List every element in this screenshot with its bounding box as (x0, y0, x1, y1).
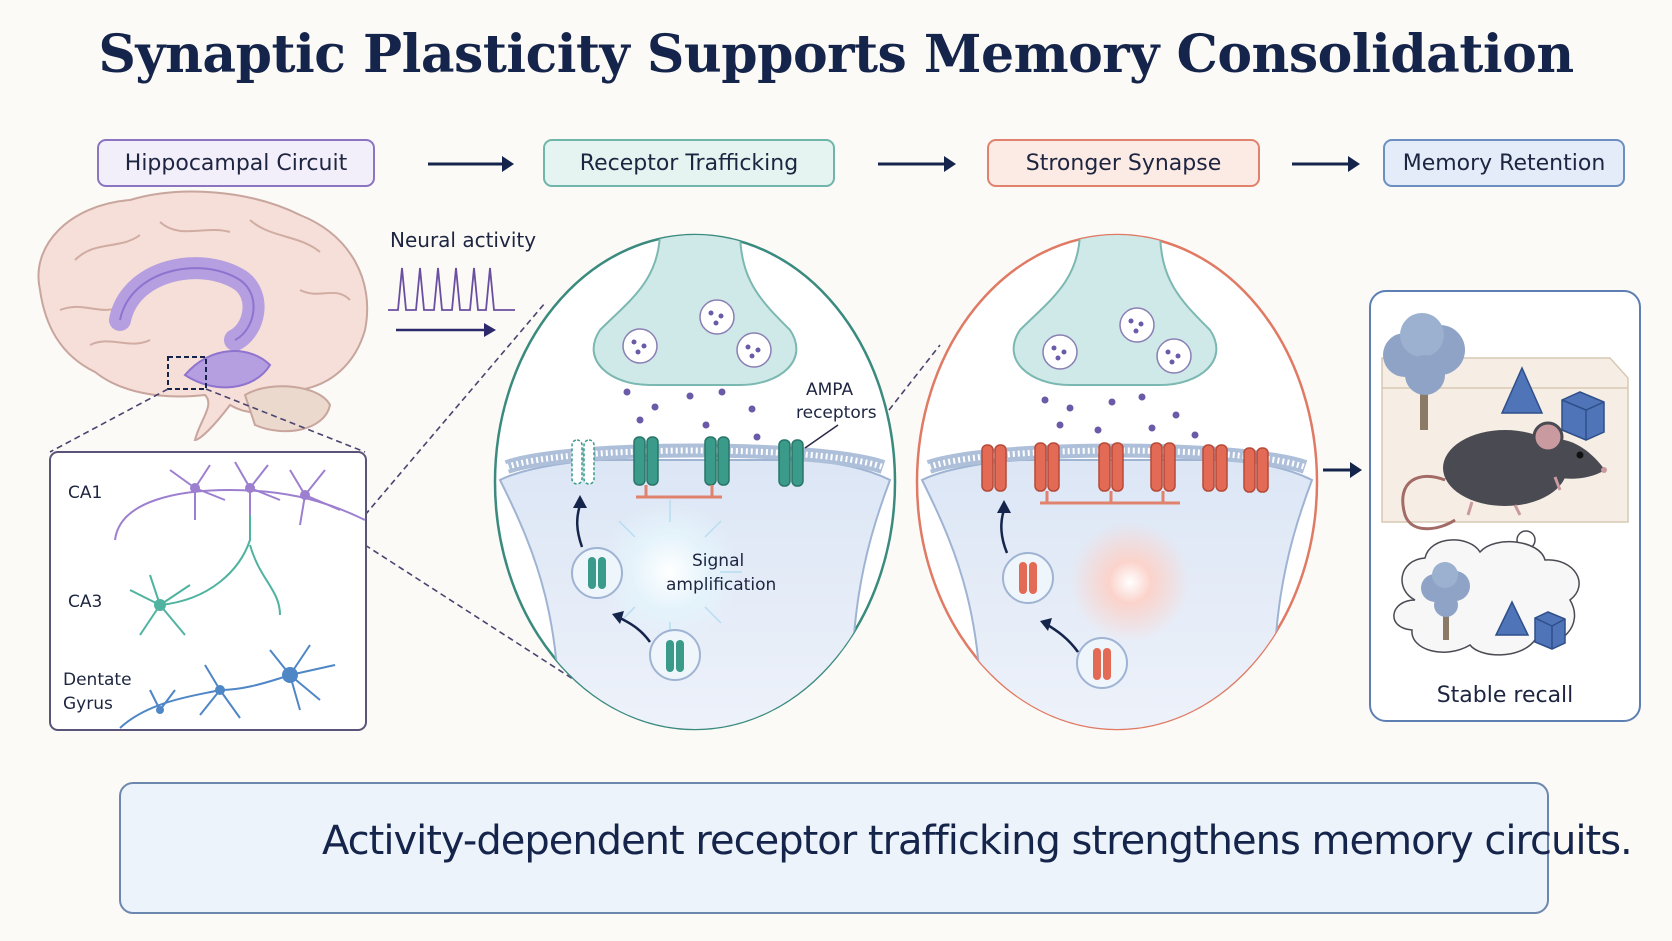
step-receptor-trafficking: Receptor Trafficking (543, 139, 835, 187)
dentate-gyrus-label-1: Dentate (63, 670, 132, 690)
signal-label-1: Signal (692, 551, 745, 571)
arrow-right-icon (428, 156, 514, 172)
synapse-receptor-trafficking (493, 233, 897, 731)
summary-box (119, 782, 1549, 914)
neural-activity-trace (388, 267, 515, 337)
mouse-icon (1401, 421, 1607, 531)
receptors-membrane (571, 436, 804, 487)
tree-icon (1421, 562, 1470, 640)
hippocampus-inset (49, 451, 367, 731)
step-memory-retention: Memory Retention (1383, 139, 1625, 187)
synapse-stronger (915, 233, 1319, 731)
arrow-right-icon (1323, 462, 1362, 478)
vesicles (622, 299, 772, 368)
receptors-membrane-strong (981, 442, 1269, 493)
ampa-label-2: receptors (796, 403, 877, 423)
arrow-right-icon (396, 323, 496, 337)
page-title: Synaptic Plasticity Supports Memory Cons… (98, 24, 1574, 85)
dentate-gyrus-label-2: Gyrus (63, 694, 113, 714)
cube-icon (1561, 391, 1605, 441)
trafficking-vesicles (571, 547, 701, 681)
pyramid-icon (1494, 600, 1530, 636)
cube-icon (1534, 611, 1566, 650)
neural-activity-label: Neural activity (390, 228, 537, 252)
stable-recall-label: Stable recall (1436, 683, 1574, 708)
arrow-right-icon (878, 156, 956, 172)
zoom-lines (49, 302, 941, 691)
summary-text: Activity-dependent receptor trafficking … (322, 818, 1633, 864)
ampa-label-1: AMPA (806, 380, 854, 400)
step-hippocampal-circuit: Hippocampal Circuit (97, 139, 375, 187)
ca1-label: CA1 (68, 483, 103, 503)
ca3-label: CA3 (68, 592, 103, 612)
step-stronger-synapse: Stronger Synapse (987, 139, 1260, 187)
brain-illustration (37, 190, 369, 442)
signal-label-2: amplification (666, 575, 777, 595)
thought-bubble (1393, 530, 1580, 656)
pyramid-icon (1500, 366, 1544, 414)
memory-retention-panel (1369, 290, 1641, 722)
flow-arrows (428, 156, 1360, 172)
arrow-right-icon (1292, 156, 1360, 172)
tree-icon (1383, 313, 1465, 430)
